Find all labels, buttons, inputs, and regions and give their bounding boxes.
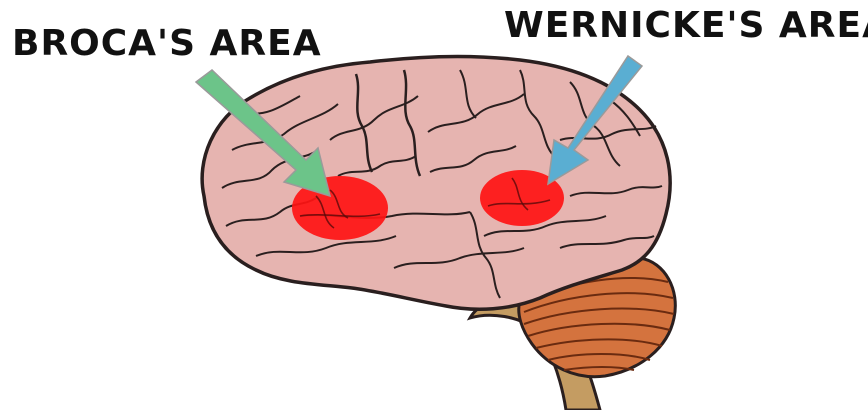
- wernicke-label: WERNICKE'S AREA: [504, 5, 868, 46]
- broca-label: BROCA'S AREA: [12, 23, 322, 64]
- wernicke-arrow: [547, 54, 644, 186]
- cerebrum: [200, 54, 672, 311]
- wernicke-region: [480, 170, 564, 226]
- broca-arrow: [194, 69, 332, 198]
